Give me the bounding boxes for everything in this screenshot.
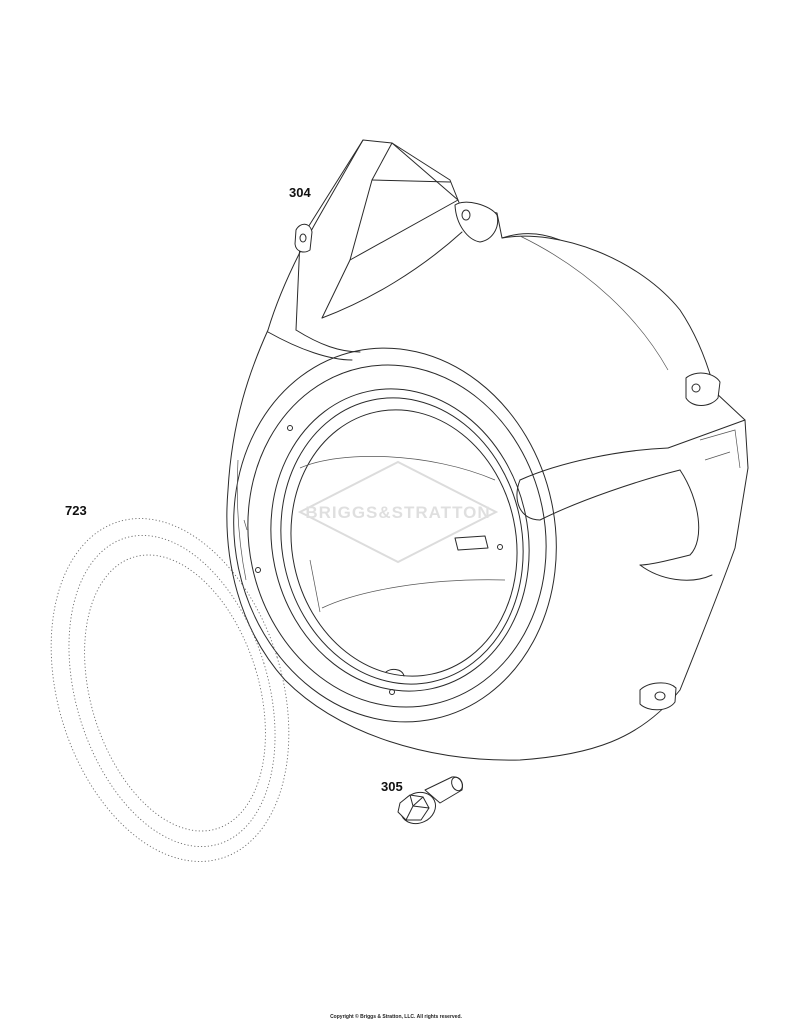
copyright-notice: Copyright © Briggs & Stratton, LLC. All …: [330, 1014, 462, 1020]
blower-housing-part-304: [226, 139, 749, 761]
seal-ring-part-723: [50, 518, 290, 862]
mounting-lug-left: [294, 223, 313, 253]
callout-label-305: 305: [381, 779, 403, 794]
svg-text:BRIGGS&STRATTON: BRIGGS&STRATTON: [305, 503, 490, 522]
mounting-lug-top: [454, 201, 499, 243]
mounting-lug-bottom: [639, 682, 677, 711]
briggs-stratton-watermark: BRIGGS&STRATTON: [297, 460, 499, 564]
callout-label-723: 723: [65, 503, 87, 518]
callout-label-304: 304: [289, 185, 311, 200]
mounting-lug-right: [685, 372, 721, 406]
hex-bolt-part-305: [397, 776, 463, 825]
